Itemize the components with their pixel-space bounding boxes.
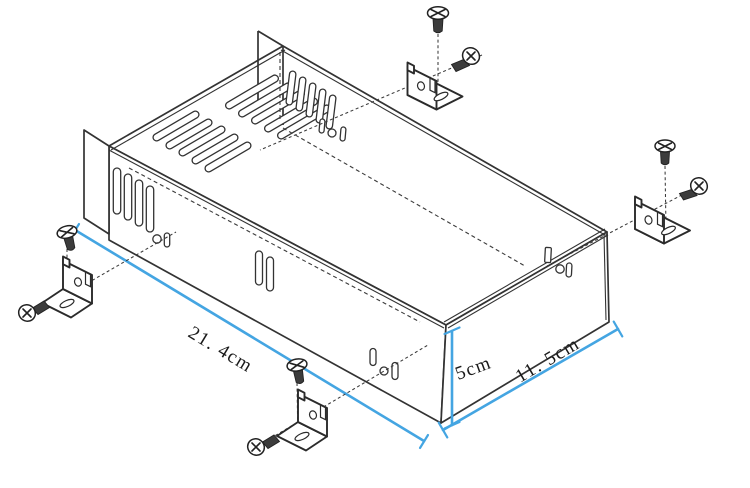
vent-slots-top-group-a [152,110,252,173]
screw-right-diagonal [678,177,709,201]
screw-bottom-diagonal [246,434,281,456]
hem-lines [106,49,609,329]
screw-top-diagonal [450,46,481,73]
dimension-label-length: 21. 4cm [184,322,256,377]
bracket-left [41,255,93,319]
bracket-top [406,61,464,111]
top-face-bracket-holes [544,246,573,278]
hidden-edge-lines [128,52,526,323]
bracket-right [634,195,691,245]
enclosure [83,30,610,424]
screw-top-vertical [426,5,450,34]
vent-slots-front [112,167,399,381]
dimension-line-depth [437,320,624,439]
vent-slots-rear-fan [285,70,347,142]
left-flange [83,129,110,235]
screw-right-vertical [654,139,676,166]
bracket-bottom [276,388,328,452]
screw-left-diagonal [17,300,51,322]
screw-left-vertical [56,224,78,251]
screw-bottom-vertical [286,358,308,384]
